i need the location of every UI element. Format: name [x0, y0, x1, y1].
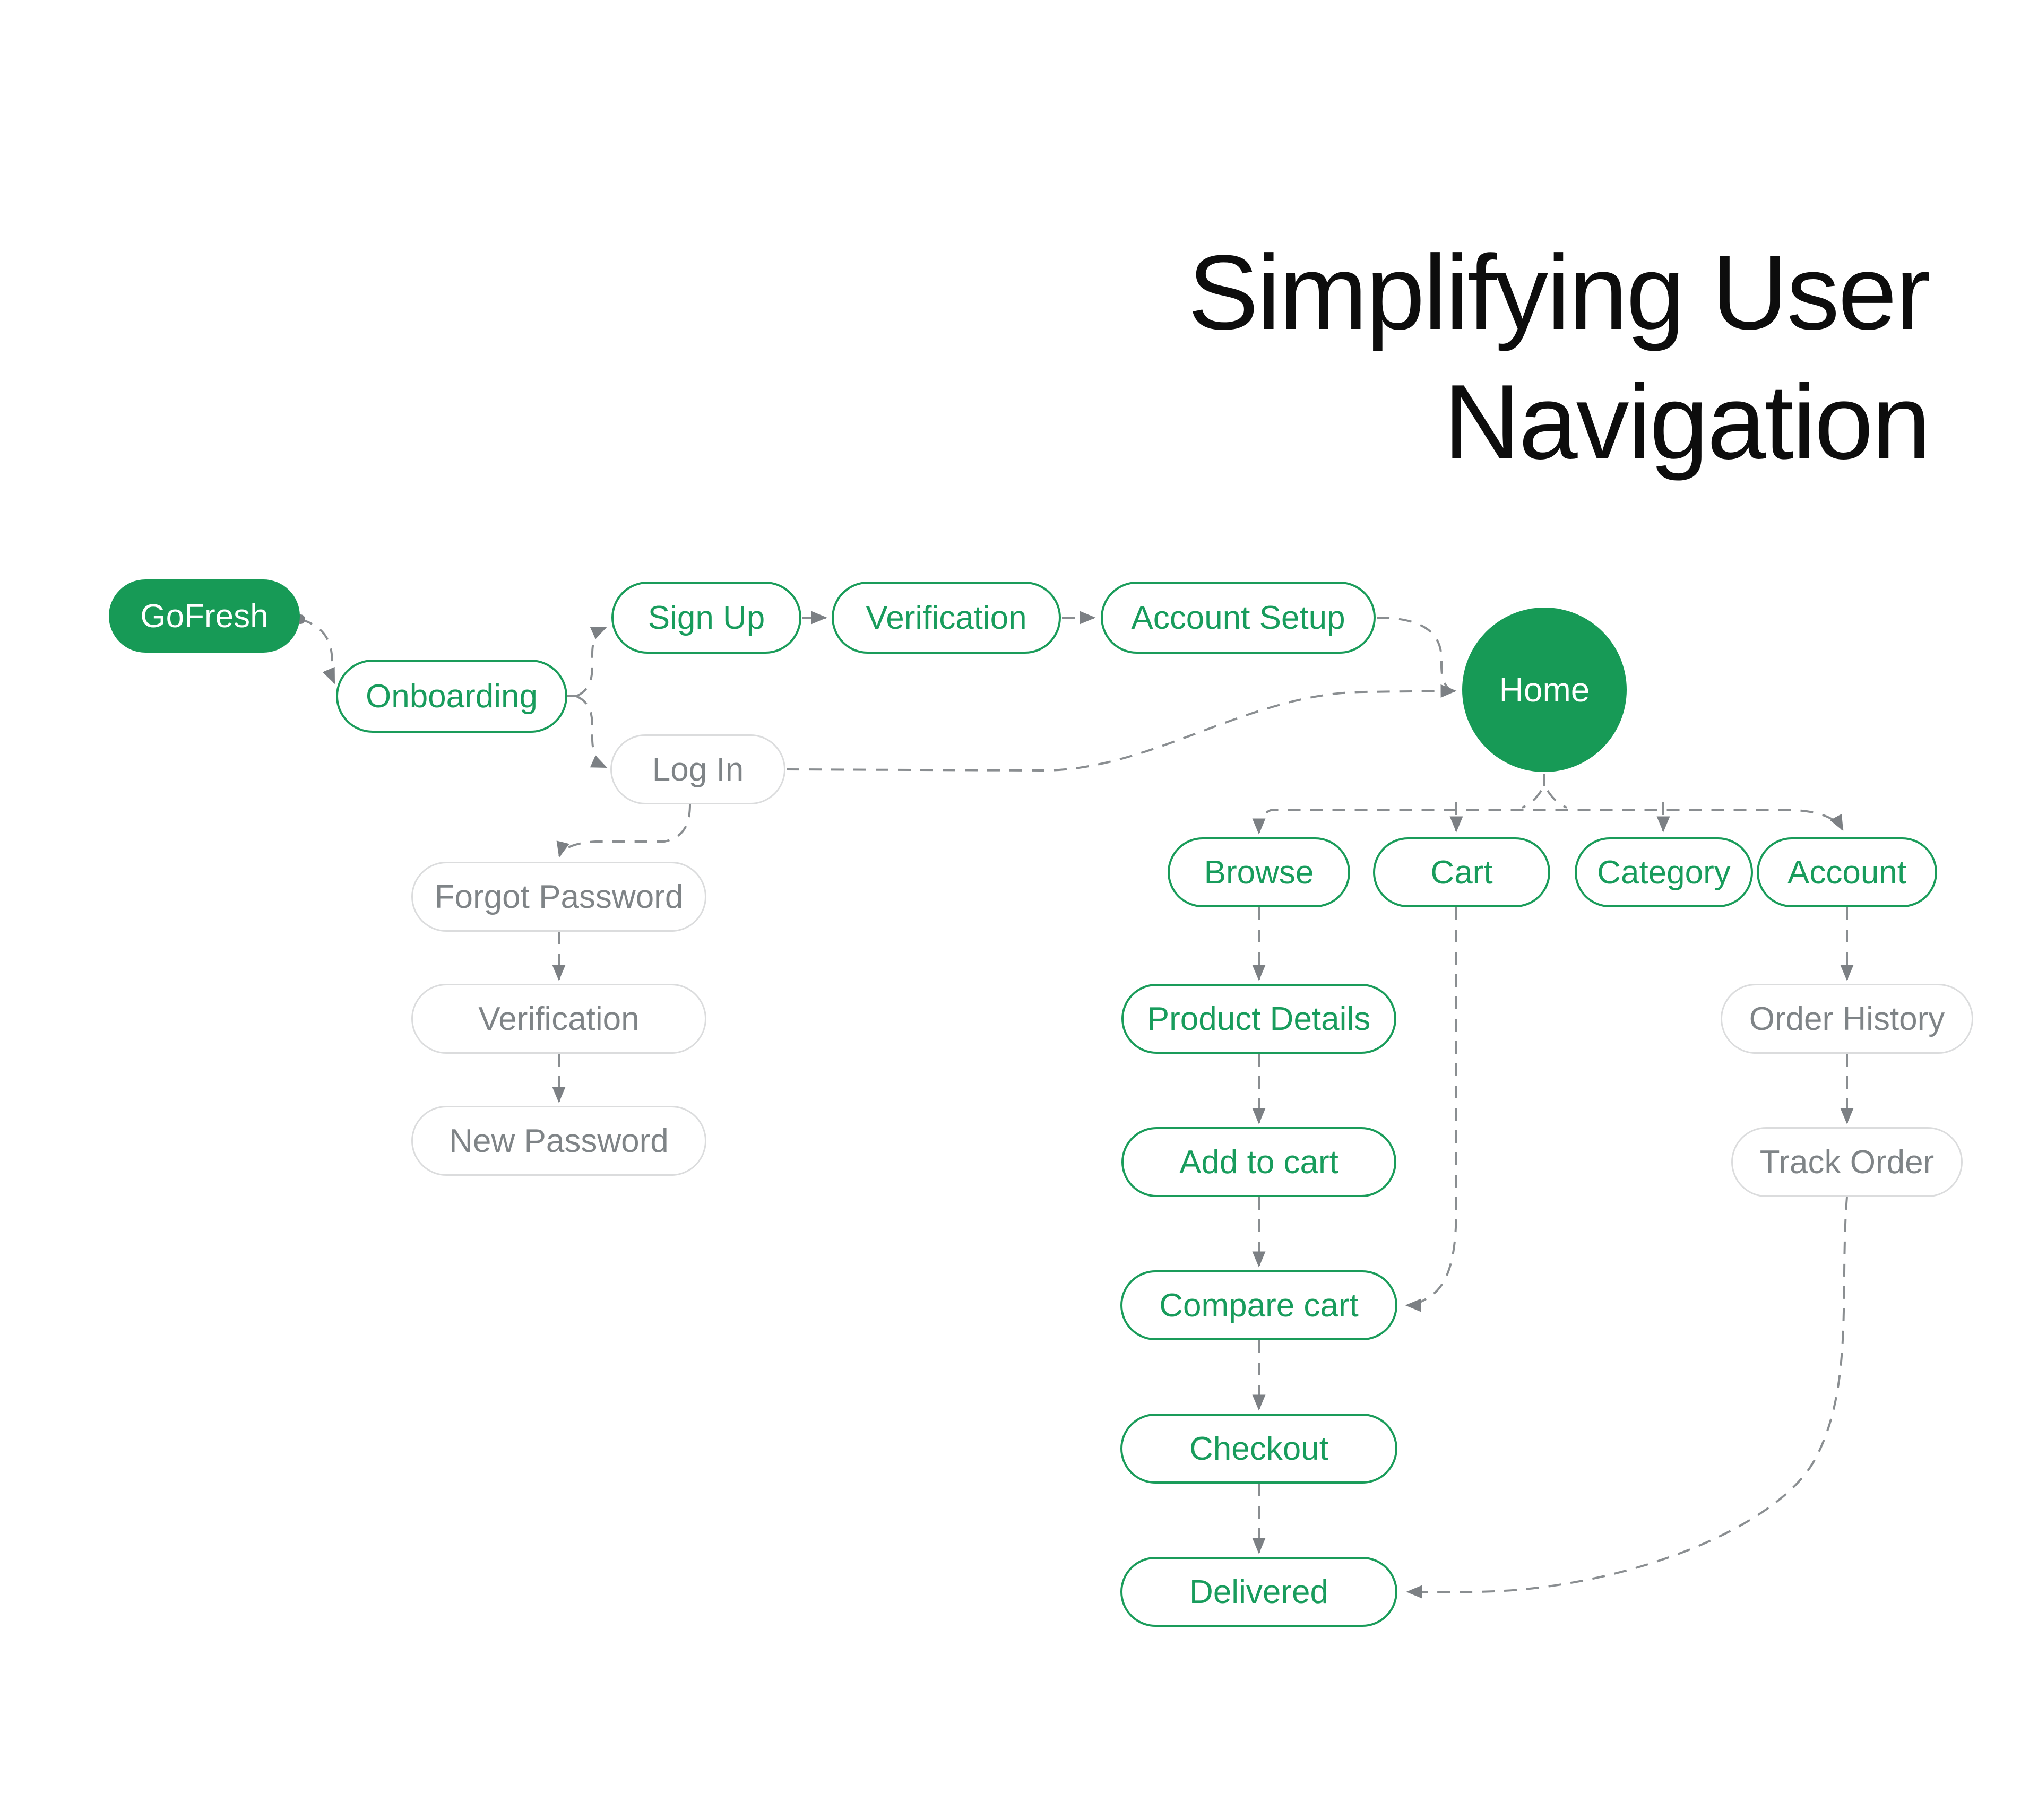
node-onboarding: Onboarding	[336, 660, 567, 733]
page-title-line-1: Simplifying User	[1188, 233, 1931, 352]
node-gofresh: GoFresh	[109, 579, 300, 653]
edge-cart-to-compare-cart	[1405, 907, 1457, 1312]
node-account: Account	[1757, 837, 1937, 907]
node-sign-up: Sign Up	[611, 582, 801, 654]
edge-home-rail-browse-account	[1252, 809, 1844, 835]
node-browse: Browse	[1168, 837, 1350, 907]
node-checkout: Checkout	[1120, 1414, 1397, 1484]
node-log-in: Log In	[610, 734, 785, 804]
node-track-order: Track Order	[1731, 1127, 1963, 1197]
node-order-history: Order History	[1721, 984, 1973, 1054]
edge-home-fork-left	[1522, 790, 1542, 809]
edge-gofresh-to-onboarding	[300, 618, 335, 684]
node-product-details: Product Details	[1121, 984, 1396, 1054]
node-verification-signup: Verification	[832, 582, 1061, 654]
node-forgot-password: Forgot Password	[411, 862, 706, 932]
edge-track-order-to-delivered	[1406, 1197, 1848, 1599]
node-cart: Cart	[1373, 837, 1550, 907]
page-title: Simplifying User Navigation	[1188, 228, 1931, 487]
node-account-setup: Account Setup	[1101, 582, 1376, 654]
node-verification-reset: Verification	[411, 984, 706, 1054]
node-home: Home	[1462, 608, 1627, 772]
node-new-password: New Password	[411, 1106, 706, 1176]
page-title-line-2: Navigation	[1443, 363, 1931, 481]
edge-onboarding-to-sign-up	[576, 626, 608, 697]
node-category: Category	[1575, 837, 1753, 907]
edge-onboarding-to-log-in	[576, 695, 608, 768]
edge-log-in-to-home	[786, 684, 1457, 772]
edge-account-setup-to-home	[1376, 617, 1452, 691]
node-compare-cart: Compare cart	[1120, 1270, 1397, 1340]
node-delivered: Delivered	[1120, 1557, 1397, 1627]
edge-log-in-to-forgot-password	[556, 804, 691, 858]
node-add-to-cart: Add to cart	[1121, 1127, 1396, 1197]
edge-home-fork-right	[1547, 790, 1567, 809]
